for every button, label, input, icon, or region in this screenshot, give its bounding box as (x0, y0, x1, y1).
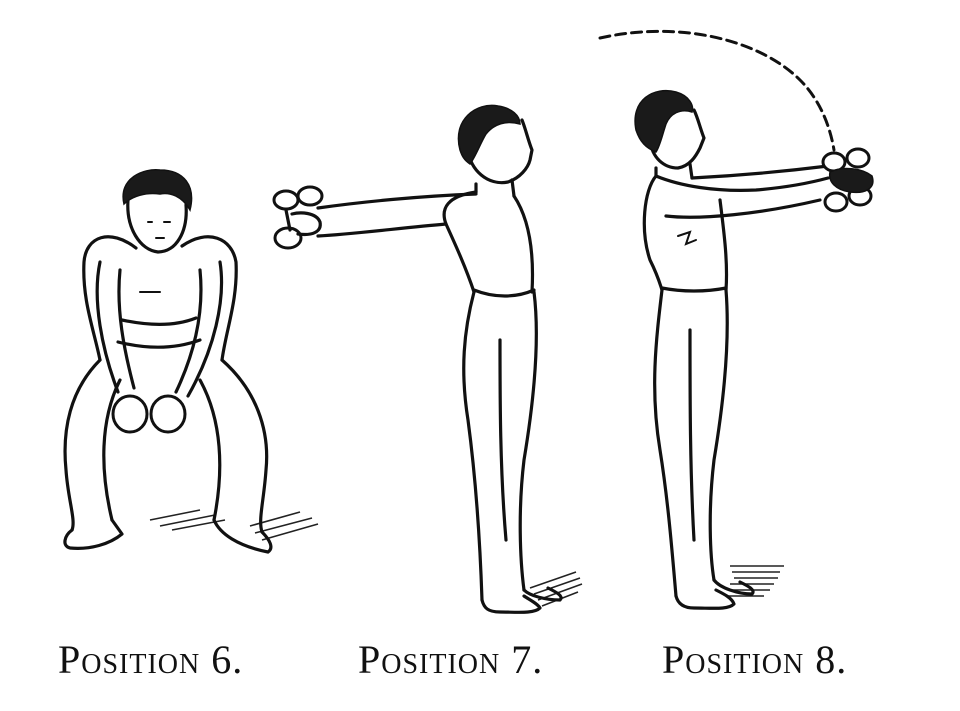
dumbbell-right-6 (149, 394, 187, 434)
arm-lower-8 (654, 174, 830, 219)
arm-upper-8 (690, 164, 830, 180)
dumbbell-7 (272, 185, 324, 250)
torso-7 (442, 190, 535, 294)
caption-position-6: Position 6. (58, 637, 244, 682)
floor-shadow-6 (149, 509, 319, 541)
head-6 (126, 198, 188, 254)
legs-8 (653, 288, 729, 598)
figure-position-7 (272, 104, 583, 614)
motion-arc-8 (598, 29, 836, 152)
legs-7 (462, 290, 538, 602)
shoes-8 (674, 578, 755, 610)
legs-6 (63, 358, 269, 534)
figure-position-8 (598, 29, 874, 610)
hair-8 (634, 90, 694, 153)
torso-8 (642, 174, 729, 292)
dumbbell-left-6 (111, 394, 149, 434)
arm-right-6 (174, 260, 224, 398)
floor-shadow-8 (726, 565, 784, 597)
shoe-right-6 (212, 518, 273, 554)
arm-7 (316, 192, 478, 238)
floor-shadow-7 (529, 571, 583, 607)
dumbbell-8 (821, 147, 874, 213)
hair-7 (457, 104, 521, 166)
shoes-7 (480, 586, 563, 614)
torso-6 (82, 235, 238, 362)
head-7 (466, 118, 534, 185)
caption-position-7: Position 7. (358, 637, 544, 682)
hair-6 (122, 169, 193, 212)
caption-position-8: Position 8. (662, 637, 848, 682)
shoe-left-6 (63, 518, 124, 550)
head-8 (648, 108, 706, 170)
figure-position-6 (63, 169, 319, 554)
arm-left-6 (95, 260, 136, 394)
